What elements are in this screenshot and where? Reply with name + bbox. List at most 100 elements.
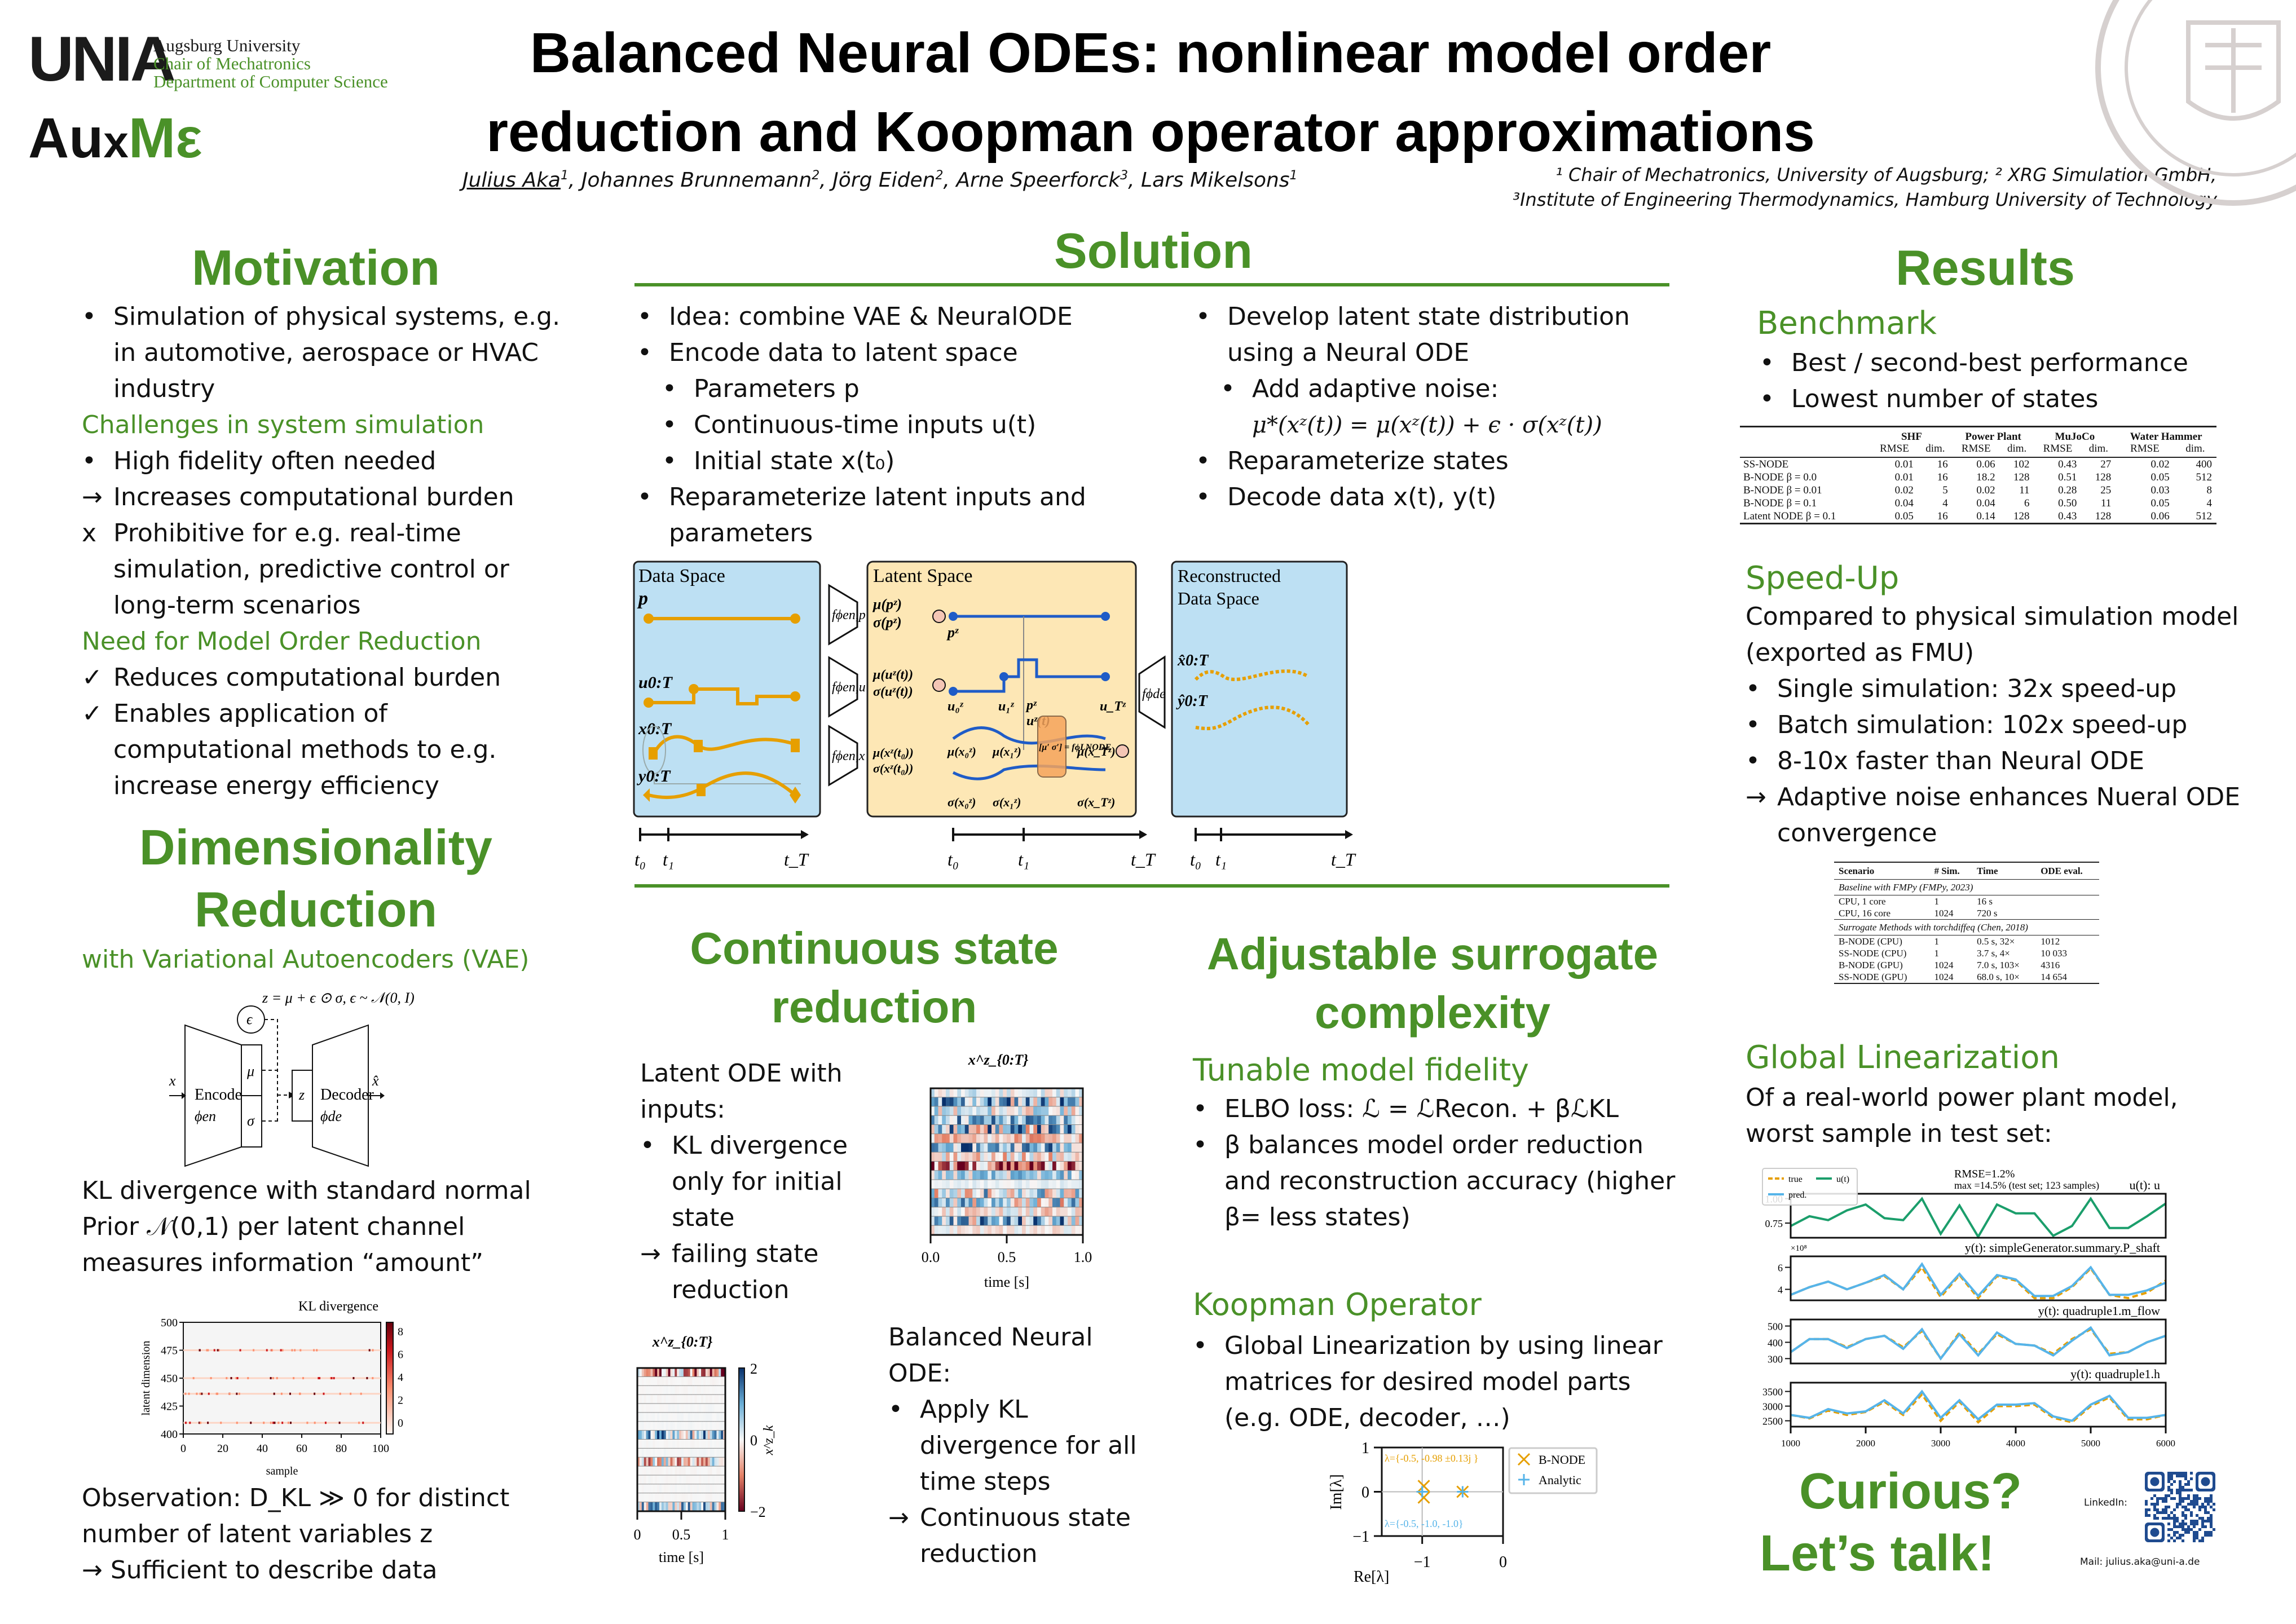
heatmap-cell	[949, 1097, 954, 1107]
heatmap-cell	[953, 1162, 958, 1171]
heatmap-cell	[723, 1484, 726, 1494]
heatmap-cell	[1056, 1125, 1060, 1135]
heatmap-cell	[1075, 1134, 1079, 1144]
heatmap-cell	[1003, 1088, 1007, 1098]
heatmap-cell	[1025, 1097, 1030, 1107]
heatmap-cell	[692, 1475, 695, 1485]
eig-ytick-label: 1	[1361, 1440, 1369, 1457]
heatmap-cell	[677, 1493, 680, 1503]
heatmap-cell	[942, 1162, 946, 1171]
table-cell: 1	[1934, 896, 1939, 907]
heatmap-cell	[964, 1134, 969, 1144]
heatmap-cell	[972, 1152, 977, 1162]
list-item: ✓Reduces computational burden	[82, 660, 567, 696]
heatmap-cell	[712, 1484, 715, 1494]
heatmap-cell	[716, 1475, 719, 1485]
heatmap-cell	[1064, 1207, 1068, 1217]
qr-module	[2182, 1497, 2184, 1500]
list-item: •Simulation of physical systems, e.g. in…	[82, 299, 567, 407]
heatmap-cell	[1045, 1143, 1049, 1153]
heatmap-cell	[1052, 1143, 1057, 1153]
heatmap-cell	[697, 1440, 699, 1449]
heatmap-cell	[639, 1431, 642, 1440]
kl-cell	[362, 1422, 364, 1424]
heatmap-cell	[668, 1422, 671, 1431]
heatmap-cell	[1033, 1189, 1038, 1198]
heatmap-cell	[646, 1457, 649, 1467]
tT-label: t_T	[1331, 849, 1356, 870]
heatmap-cell	[1068, 1171, 1072, 1180]
qr-module	[2184, 1528, 2187, 1531]
noise-node	[932, 610, 946, 623]
heatmap-cell	[931, 1097, 935, 1107]
contact-mail[interactable]: Mail: julius.aka@uni-a.de	[2080, 1556, 2200, 1568]
heatmap-cell	[934, 1207, 938, 1217]
heatmap-cell	[709, 1394, 713, 1404]
z-label: z	[298, 1087, 305, 1103]
xtick-label: 5000	[2081, 1438, 2100, 1449]
heatmap-cell	[690, 1385, 693, 1395]
qr-module	[2210, 1534, 2213, 1537]
table-cell: 0.43	[2058, 510, 2077, 522]
bullet-icon: •	[1220, 374, 1235, 403]
qr-module	[2170, 1489, 2173, 1491]
heatmap-cell	[701, 1475, 704, 1485]
sigma-u-label: σ(uᶻ(t))	[873, 685, 913, 699]
heatmap-cell	[1048, 1171, 1053, 1180]
heatmap-cell	[1018, 1134, 1023, 1144]
heatmap-cell	[641, 1394, 645, 1404]
author[interactable]: Julius Aka	[462, 169, 561, 192]
kl-cell	[228, 1392, 231, 1395]
qr-module	[2213, 1503, 2215, 1506]
heatmap-cell	[1060, 1115, 1064, 1125]
qr-module	[2176, 1491, 2179, 1494]
heatmap-cell	[679, 1404, 682, 1413]
heatmap-cell	[672, 1502, 675, 1511]
heatmap-cell	[670, 1457, 673, 1467]
speedup-subtitle: Speed-Up	[1746, 560, 1900, 597]
bullet-icon: •	[662, 374, 677, 403]
xtick-label: 4000	[2006, 1438, 2025, 1449]
arrow-right-icon: →	[1746, 783, 1766, 811]
bullet-icon: •	[888, 1395, 903, 1424]
formula-text: μ*(xᶻ(t)) = μ(xᶻ(t)) + ϵ · σ(xᶻ(t))	[1252, 412, 1602, 438]
heatmap-cell	[1071, 1189, 1076, 1198]
qr-module	[2204, 1508, 2207, 1511]
heatmap-cell	[949, 1198, 954, 1208]
vae-diagram: z = μ + ϵ ⊙ σ, ϵ ~ 𝒩(0, I) ϵ Encoder ϕen…	[152, 987, 513, 1173]
heatmap-cell	[716, 1385, 719, 1395]
list-item: •Develop latent state distribution using…	[1196, 299, 1681, 371]
heatmap-cell	[661, 1413, 664, 1422]
heatmap-cell	[938, 1143, 942, 1153]
mu-u-label: μ(uᶻ(t))	[872, 668, 913, 682]
heatmap-cell	[719, 1448, 721, 1458]
kl-xtick-label: 100	[372, 1442, 389, 1455]
sigma-box	[241, 1095, 262, 1148]
heatmap-cell	[1071, 1152, 1076, 1162]
heatmap-cell	[670, 1466, 673, 1476]
heatmap-cell	[712, 1368, 715, 1377]
kl-description: KL divergence with standard normal Prior…	[82, 1176, 531, 1277]
heatmap-cell	[946, 1134, 950, 1144]
heatmap-cell	[1068, 1143, 1072, 1153]
kl-cell	[306, 1422, 309, 1424]
sigma-p-label: σ(pᶻ)	[873, 614, 902, 630]
list-item-text: Enables application of computational met…	[113, 699, 497, 800]
heatmap-cell	[991, 1088, 996, 1098]
qr-module	[2148, 1508, 2150, 1511]
heatmap-cell	[683, 1493, 686, 1503]
heatmap-cell	[1041, 1097, 1045, 1107]
list-item: •8-10x faster than Neural ODE	[1746, 743, 2253, 779]
heatmap-cell	[1018, 1152, 1023, 1162]
linkedin-qr-code[interactable]	[2145, 1472, 2215, 1542]
heatmap-cell	[709, 1413, 713, 1422]
heatmap-cell	[646, 1431, 649, 1440]
u1-label: u₁ᶻ	[998, 699, 1015, 714]
heatmap-cell	[679, 1376, 682, 1386]
qr-module	[2156, 1500, 2159, 1503]
table-cell: 0.05	[1894, 510, 1914, 522]
heatmap-cell	[653, 1484, 655, 1494]
heatmap-cell	[1010, 1225, 1015, 1235]
heatmap-cell	[641, 1457, 645, 1467]
